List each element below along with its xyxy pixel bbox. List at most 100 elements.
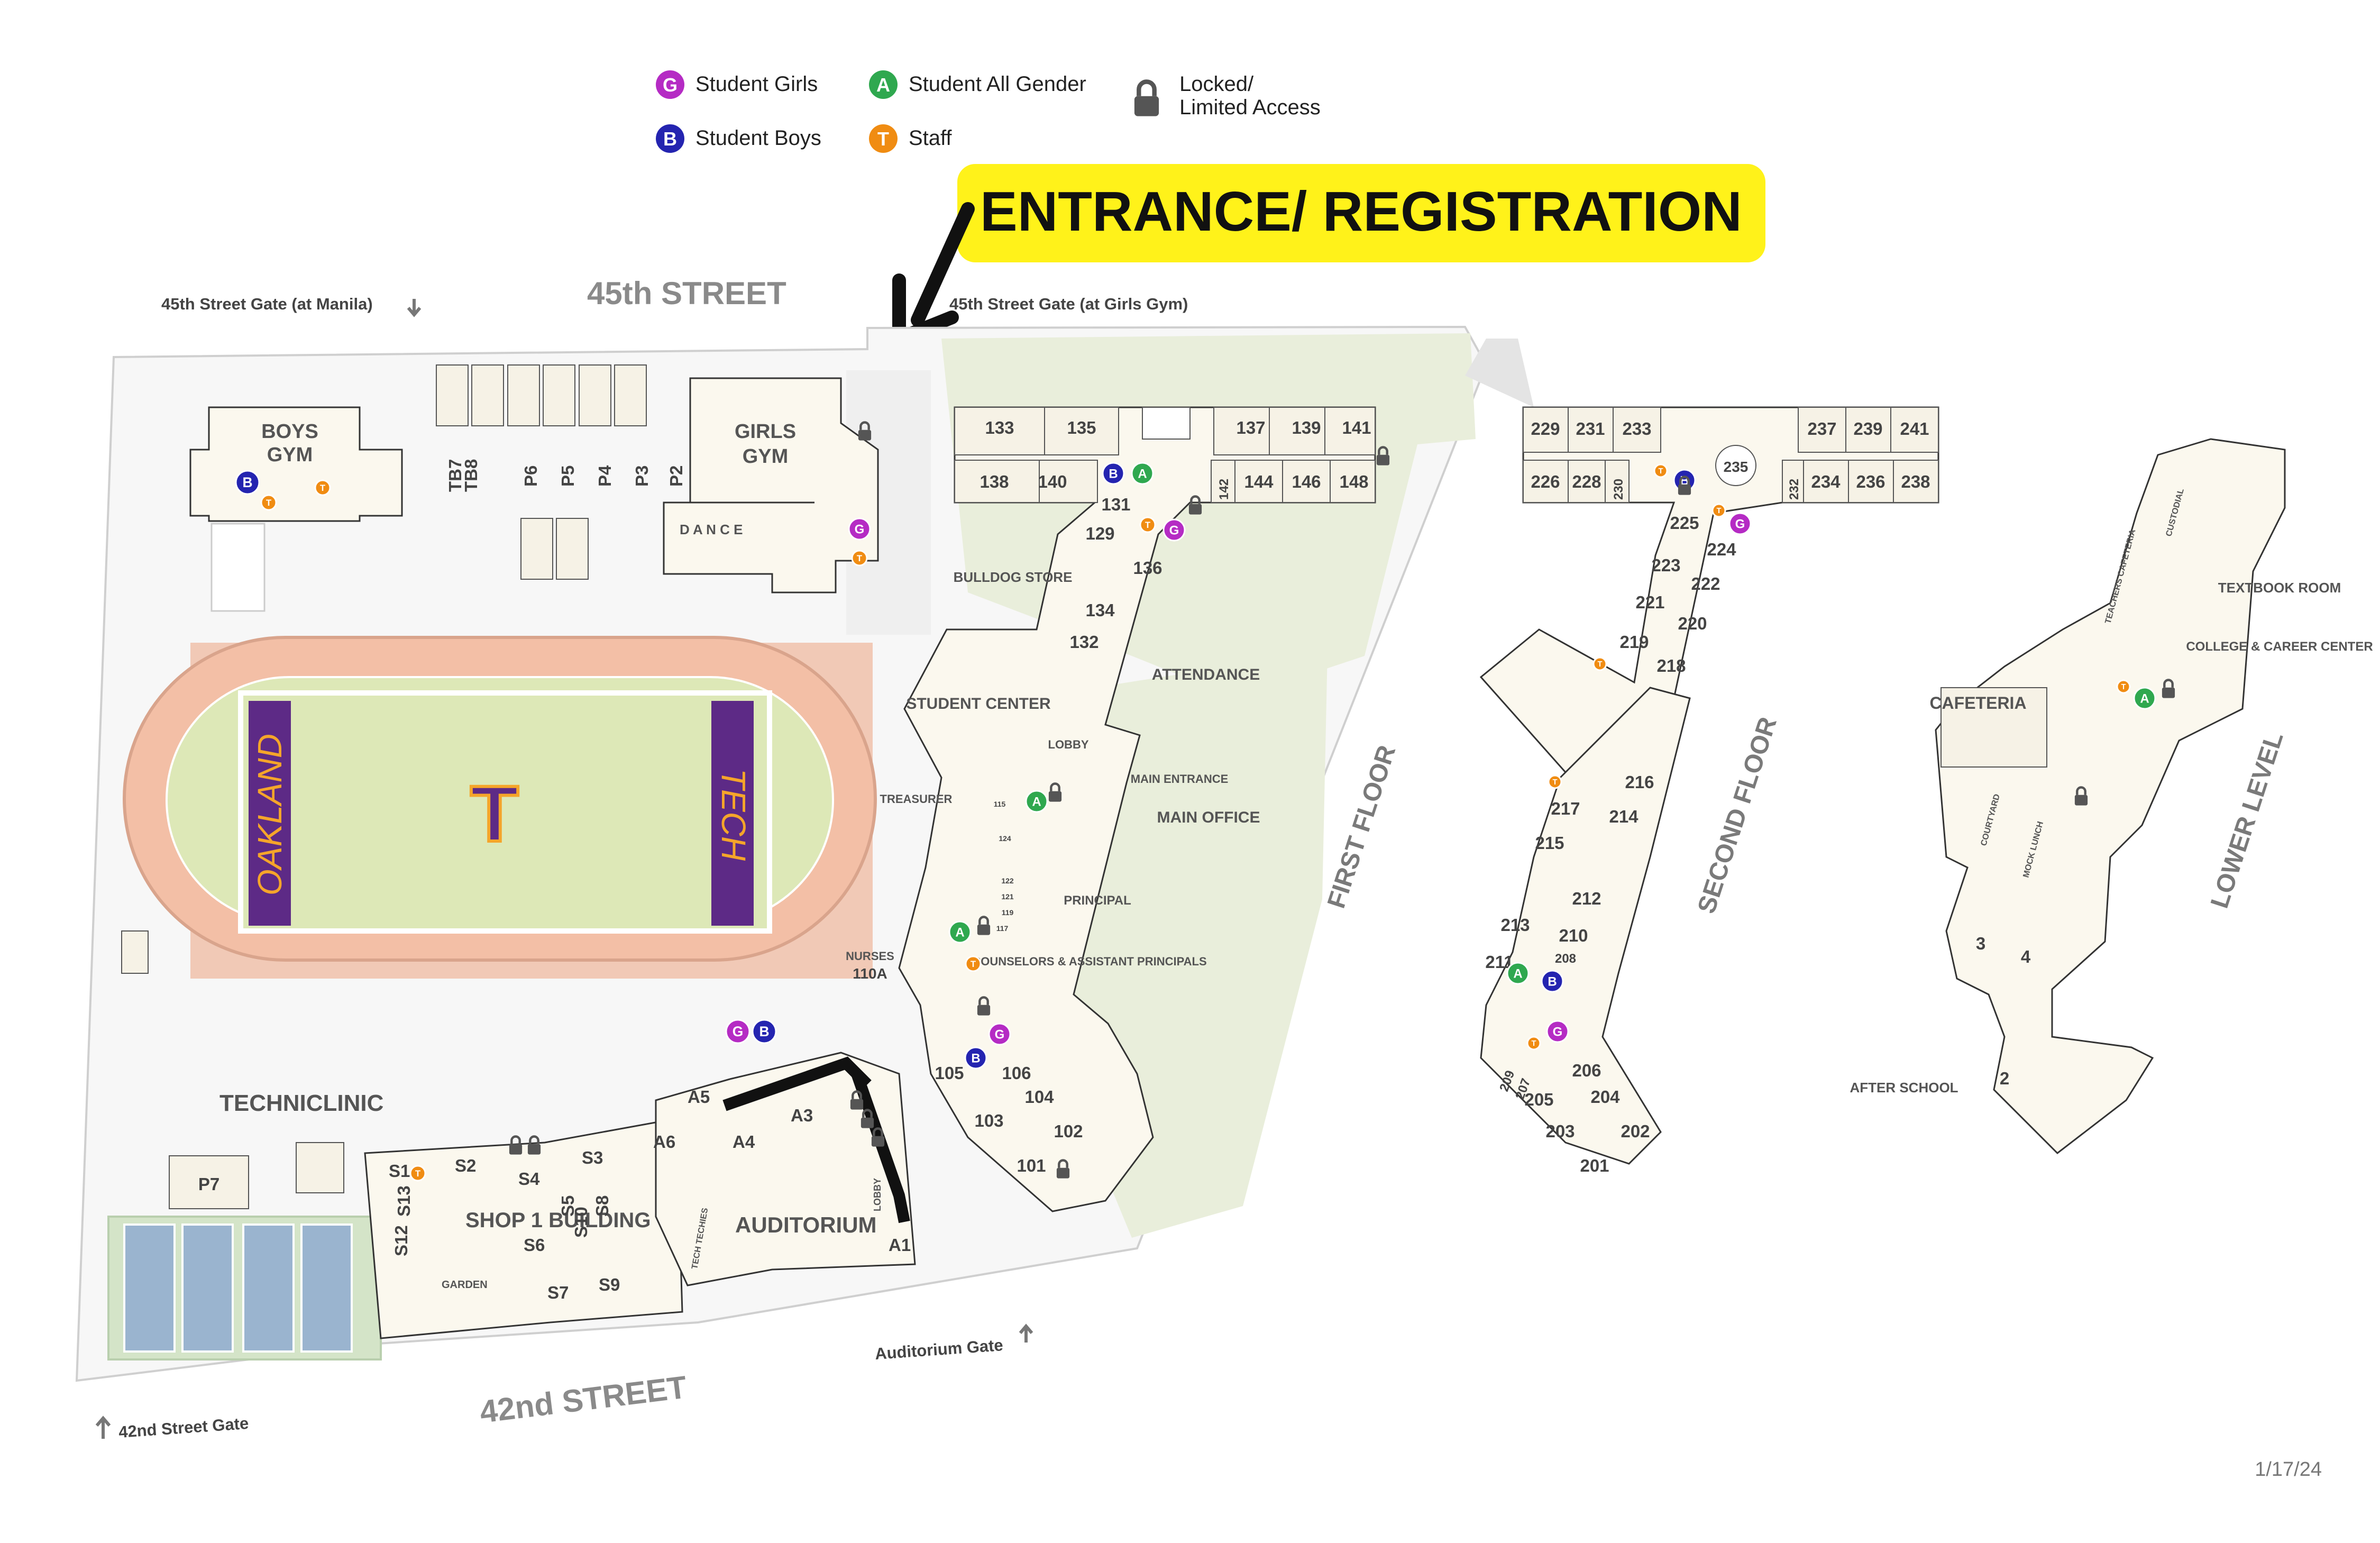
room-141: 141 [1342, 418, 1371, 437]
room-s13: S13 [394, 1185, 414, 1217]
staff-restroom-icon: T [1526, 1036, 1541, 1051]
track-and-field: OAKLAND TECH T [121, 636, 877, 979]
room-225: 225 [1670, 513, 1699, 533]
room-214: 214 [1609, 807, 1638, 826]
label-student-center: STUDENT CENTER [906, 695, 1051, 713]
room-a6: A6 [653, 1132, 675, 1152]
room-135: 135 [1067, 418, 1096, 437]
marker-letter: A [1032, 795, 1041, 809]
label-treasurer: TREASURER [880, 792, 953, 806]
room-217: 217 [1551, 799, 1580, 818]
portable-label: TB8 [461, 459, 481, 492]
label-principal: PRINCIPAL [1064, 893, 1131, 908]
room-134: 134 [1085, 600, 1115, 620]
room-s8: S8 [592, 1195, 612, 1217]
room-234: 234 [1811, 472, 1841, 491]
room-222: 222 [1691, 574, 1720, 594]
room-s1: S1 [389, 1161, 410, 1181]
portable-label: P4 [595, 465, 615, 487]
room-s9: S9 [599, 1275, 620, 1294]
room-142: 142 [1217, 479, 1231, 500]
marker-letter: B [759, 1024, 769, 1039]
room-231: 231 [1576, 419, 1605, 439]
room-205: 205 [1524, 1090, 1553, 1109]
floor-title-second: SECOND FLOOR [1692, 714, 1782, 917]
room-220: 220 [1678, 614, 1707, 633]
room-221: 221 [1635, 592, 1664, 612]
boys-restroom-icon: B [1102, 462, 1125, 485]
room-218: 218 [1656, 656, 1686, 675]
room-129: 129 [1085, 524, 1114, 543]
marker-letter: T [415, 1168, 421, 1179]
room-201: 201 [1580, 1156, 1609, 1175]
dance-label: D A N C E [680, 522, 743, 537]
label-lobby: LOBBY [1048, 738, 1089, 751]
room-202: 202 [1621, 1121, 1650, 1141]
room-233: 233 [1622, 419, 1651, 439]
room-137: 137 [1236, 418, 1265, 437]
all-gender-restroom-icon: A [948, 920, 972, 944]
room-212: 212 [1572, 889, 1601, 908]
room-124: 124 [999, 834, 1011, 843]
marker-letter: B [242, 474, 252, 490]
room-s7: S7 [547, 1283, 569, 1302]
marker-letter: B [971, 1051, 980, 1065]
staff-restroom-icon: T [965, 955, 982, 972]
room-115: 115 [994, 800, 1006, 808]
room-4: 4 [2021, 947, 2031, 966]
staff-restroom-icon: T [1711, 503, 1726, 518]
room-232: 232 [1787, 479, 1801, 500]
floor-title-lower: LOWER LEVEL [2205, 728, 2289, 911]
marker-letter: T [1598, 660, 1603, 669]
room-136: 136 [1133, 558, 1162, 578]
room-105: 105 [935, 1063, 964, 1083]
field-logo: T [470, 769, 519, 858]
room-s10: S10 [571, 1207, 591, 1238]
legend-locked: Locked/ Limited Access [1134, 72, 1321, 119]
room-208: 208 [1555, 952, 1576, 966]
legend-label: Limited Access [1179, 96, 1321, 119]
room-122: 122 [1001, 877, 1014, 885]
girls-gym-label: GYM [743, 445, 789, 468]
marker-letter: G [1553, 1025, 1563, 1039]
banner-text: ENTRANCE/ REGISTRATION [980, 180, 1742, 243]
marker-letter: G [1735, 517, 1745, 531]
legend-boys: B Student Boys [656, 124, 821, 153]
room-228: 228 [1572, 472, 1601, 491]
label-bulldog-store: BULLDOG STORE [954, 569, 1073, 585]
room-s5: S5 [558, 1195, 578, 1217]
legend-label: Student Girls [695, 72, 818, 96]
room-237: 237 [1807, 419, 1836, 439]
label-after-school: AFTER SCHOOL [1850, 1080, 1958, 1095]
south-campus: TECHNICLINIC P7 SHOP 1 BUILDING S1 S2 S3… [107, 1052, 916, 1361]
marker-letter: T [971, 959, 976, 969]
room-148: 148 [1339, 472, 1368, 491]
room-226: 226 [1531, 472, 1560, 491]
boys-restroom-icon: B [964, 1046, 987, 1070]
marker-letter: B [1548, 974, 1557, 989]
staff-restroom-icon: T [1653, 463, 1668, 478]
label-aud-lobby: LOBBY [872, 1178, 883, 1211]
staff-restroom-icon: T [314, 479, 331, 496]
gate-girls-gym: 45th Street Gate (at Girls Gym) [949, 295, 1188, 313]
marker-letter: T [320, 483, 326, 493]
room-144: 144 [1244, 472, 1274, 491]
marker-letter: B [1109, 467, 1118, 481]
girls-restroom-icon: G [988, 1022, 1011, 1046]
staff-restroom-icon [869, 124, 898, 153]
room-s6: S6 [524, 1235, 545, 1255]
girls-restroom-icon: G [1728, 512, 1752, 535]
portable-label: P2 [666, 465, 686, 487]
all-gender-restroom-icon: A [2133, 687, 2156, 710]
label-college: COLLEGE & CAREER CENTER [2186, 640, 2373, 654]
marker-letter: T [2121, 683, 2126, 691]
label-techniclinic: TECHNICLINIC [219, 1090, 383, 1116]
gate-manila: 45th Street Gate (at Manila) [161, 295, 373, 313]
lower-level: CAFETERIA TEXTBOOK ROOM COLLEGE & CAREER… [1850, 438, 2373, 1154]
label-main-office: MAIN OFFICE [1157, 809, 1260, 826]
room-a4: A4 [733, 1132, 755, 1152]
label-cafeteria: CAFETERIA [1929, 693, 2026, 713]
room-103: 103 [974, 1111, 1003, 1130]
room-216: 216 [1625, 772, 1654, 792]
room-138: 138 [980, 472, 1009, 491]
